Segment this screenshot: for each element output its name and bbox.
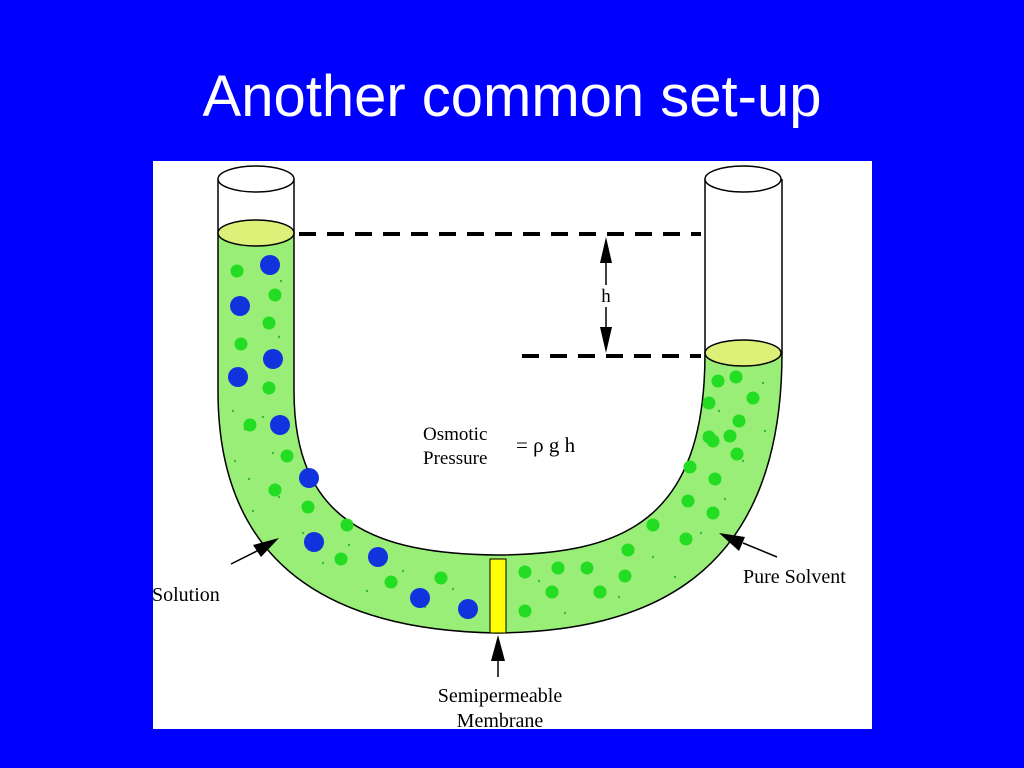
- osmotic-label-line1: Osmotic: [423, 424, 487, 445]
- right-tube-empty-wall: [704, 179, 783, 353]
- membrane-label-line2: Membrane: [457, 710, 544, 729]
- solution-arrow-icon: [253, 538, 279, 557]
- right-liquid-surface: [704, 339, 782, 367]
- left-tube-top-rim: [217, 165, 295, 193]
- height-arrow-up-icon: [600, 237, 612, 263]
- pure-solvent-arrow-icon: [719, 533, 745, 551]
- height-label: h: [601, 286, 611, 307]
- left-tube-empty-wall: [217, 179, 295, 233]
- solution-label: Solution: [153, 584, 220, 606]
- osmosis-diagram-panel: h Osmotic Pressure = ρ g h Solution Pure…: [153, 161, 872, 729]
- membrane-label-line1: Semipermeable: [438, 685, 563, 707]
- solvent-particles: [230, 264, 760, 618]
- left-liquid-surface: [217, 219, 295, 247]
- height-label-bg: [597, 285, 615, 307]
- pure-solvent-pointer-line: [742, 542, 778, 558]
- u-tube-liquid: [217, 232, 783, 634]
- membrane-arrow-icon: [491, 635, 505, 661]
- u-tube-diagram: h Osmotic Pressure = ρ g h Solution Pure…: [153, 165, 846, 729]
- right-tube-top-rim: [704, 165, 782, 193]
- pure-solvent-label: Pure Solvent: [743, 566, 846, 588]
- osmotic-formula: = ρ g h: [516, 433, 576, 457]
- semipermeable-membrane: [489, 558, 507, 634]
- osmotic-label-line2: Pressure: [423, 448, 487, 469]
- slide-title: Another common set-up: [202, 64, 822, 129]
- height-arrow-down-icon: [600, 327, 612, 353]
- solute-particles: [228, 255, 478, 619]
